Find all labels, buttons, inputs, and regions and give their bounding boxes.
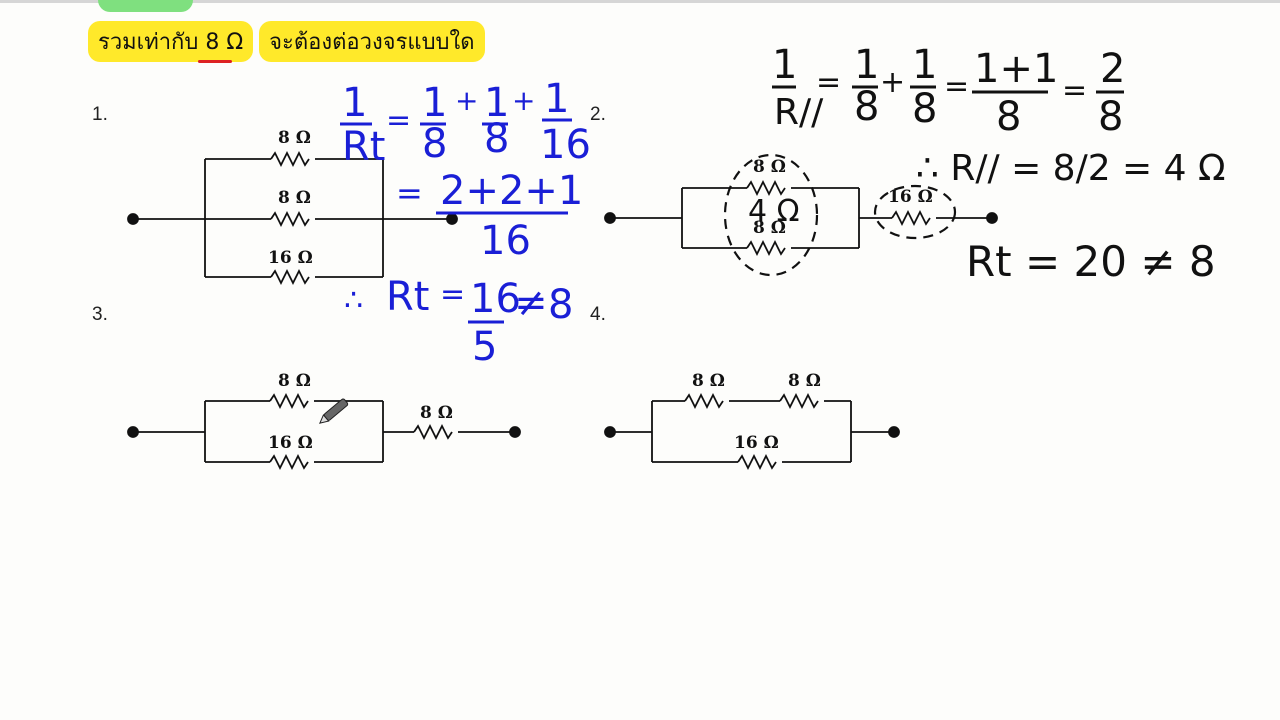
black-f2-num: 1	[912, 42, 937, 88]
blue-eq-2: =	[396, 174, 423, 212]
blue-res-num: 16	[470, 276, 521, 322]
blue-one-d: 1	[544, 76, 569, 122]
circuit-3	[127, 394, 521, 469]
black-eq1: =	[816, 65, 841, 100]
blue-eq-final: =	[440, 277, 465, 312]
blue-neq: ≠	[514, 280, 548, 326]
c2-r-series-label: 16 Ω	[888, 187, 933, 207]
blue-target: 8	[548, 282, 573, 328]
black-rt-line: Rt = 20 ≠ 8	[966, 237, 1216, 286]
c3-r-bot-label: 16 Ω	[268, 433, 313, 453]
blue-one-a: 1	[342, 80, 367, 126]
blue-den-c: 8	[484, 116, 509, 162]
c1-r-top-label: 8 Ω	[278, 128, 311, 148]
black-eq3: =	[1062, 73, 1087, 108]
black-therefore-line: ∴ R// = 8/2 = 4 Ω	[916, 148, 1226, 189]
c2-r-bot-label: 8 Ω	[753, 218, 786, 238]
question-title: รวมเท่ากับ 8 Ω จะต้องต่อวงจรแบบใด	[88, 20, 485, 62]
blue-sum-den: 16	[480, 218, 531, 264]
blue-rt-a: Rt	[342, 124, 385, 170]
c4-r-bot-label: 16 Ω	[734, 433, 779, 453]
choice-2-label: 2.	[590, 104, 606, 125]
blue-one-b: 1	[422, 80, 447, 126]
pen-cursor-icon	[319, 398, 349, 424]
blue-den-d: 16	[540, 122, 591, 168]
blue-rt-final: Rt	[386, 274, 429, 320]
circuit-2	[604, 153, 998, 277]
c4-r-top1-label: 8 Ω	[692, 371, 725, 391]
title-part1: รวมเท่ากับ 8 Ω	[88, 20, 254, 62]
choice-4-label: 4.	[590, 304, 606, 325]
top-accent-tab	[98, 0, 193, 12]
black-f1-num: 1	[854, 42, 879, 88]
black-rpar: R//	[774, 92, 824, 133]
blue-den-b: 8	[422, 121, 447, 167]
blue-eq-a: =	[386, 103, 411, 138]
blue-plus-c: +	[512, 84, 535, 117]
c3-r-top-label: 8 Ω	[278, 371, 311, 391]
black-f4-den: 8	[1098, 94, 1123, 140]
choice-3-label: 3.	[92, 304, 108, 325]
black-f4-num: 2	[1100, 46, 1125, 92]
circuit-4	[604, 394, 900, 469]
c2-r-top-label: 8 Ω	[753, 157, 786, 177]
black-f3-num: 1+1	[974, 46, 1058, 92]
c2-equivalent-4ohm: 4 Ω	[748, 194, 800, 229]
blue-plus-b: +	[455, 84, 478, 117]
blue-working: 1 Rt = 1 8 + 1 8 + 1 16 = 2+2+1 16 ∴ Rt …	[340, 76, 591, 370]
c1-r-mid-label: 8 Ω	[278, 188, 311, 208]
red-underline	[198, 60, 232, 63]
black-working: 1 R// = 1 8 + 1 8 = 1+1 8 = 2 8 ∴ R// = …	[772, 42, 1226, 286]
c1-r-bot-label: 16 Ω	[268, 248, 313, 268]
black-f3-den: 8	[996, 94, 1021, 140]
title-part2: จะต้องต่อวงจรแบบใด	[259, 20, 485, 62]
black-eq2: =	[944, 69, 969, 104]
choice-1-label: 1.	[92, 104, 108, 125]
c3-r-series-label: 8 Ω	[420, 403, 453, 423]
circuit-1	[127, 152, 458, 284]
black-one: 1	[772, 42, 797, 88]
c4-r-top2-label: 8 Ω	[788, 371, 821, 391]
blue-one-c: 1	[484, 80, 509, 126]
top-border	[0, 0, 1280, 3]
black-plus: +	[880, 65, 905, 100]
blue-res-den: 5	[472, 324, 497, 370]
blue-sum-num: 2+2+1	[440, 168, 583, 214]
black-f1-den: 8	[854, 84, 879, 130]
black-f2-den: 8	[912, 86, 937, 132]
blue-therefore: ∴	[344, 283, 363, 318]
